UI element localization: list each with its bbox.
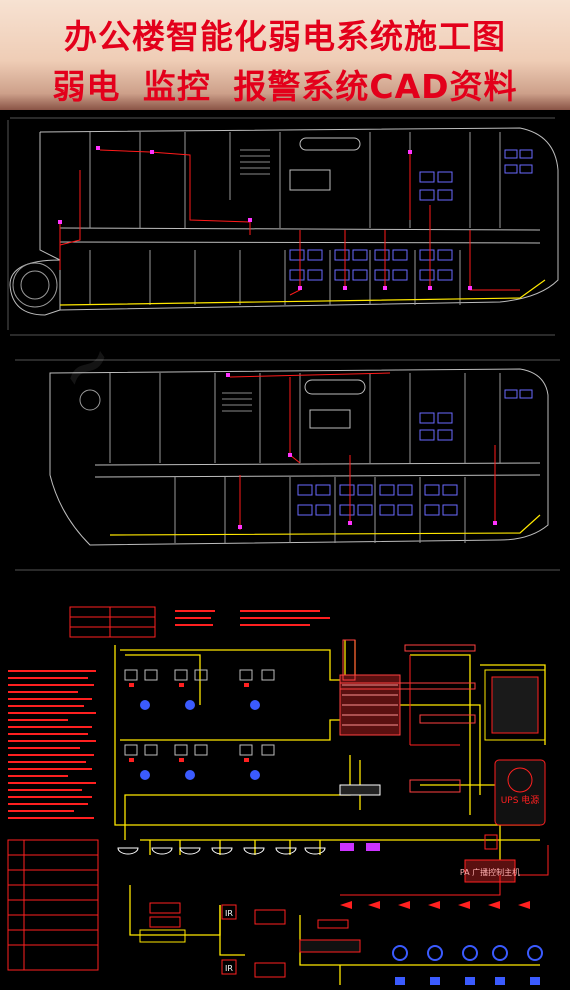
floor-plan-1: [0, 110, 570, 345]
ups-label: UPS 电源: [501, 794, 540, 806]
floor-plan-2: [0, 355, 570, 580]
ir-label-1: IR: [225, 909, 233, 918]
title-line-2: 弱电 监控 报警系统CAD资料: [52, 67, 518, 106]
pa-host-label: PA 广播控制主机: [460, 867, 520, 877]
ir-label-2: IR: [225, 964, 233, 973]
title-line-1: 办公楼智能化弱电系统施工图: [64, 17, 506, 56]
title-banner: 办公楼智能化弱电系统施工图 弱电 监控 报警系统CAD资料: [0, 0, 570, 110]
system-wiring-diagram: UPS 电源 PA 广播控制主机 IR IR: [0, 585, 570, 990]
